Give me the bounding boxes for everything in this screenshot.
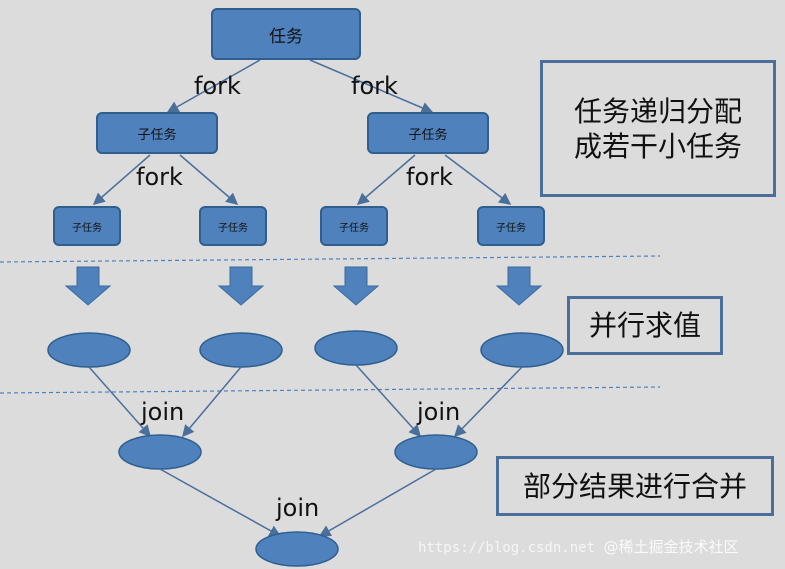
subtask-left: 子任务 (96, 112, 218, 154)
edge-right-to-leaf3 (356, 154, 416, 205)
down-arrow-icon (217, 266, 265, 306)
edge-join-right-to-final (318, 468, 437, 537)
note-recursive-split: 任务递归分配 成若干小任务 (540, 60, 776, 197)
down-arrow-icon (332, 266, 380, 306)
join-ellipse-right (394, 434, 478, 470)
value-ellipse-2 (199, 332, 283, 368)
fork-label: fork (351, 72, 398, 100)
subtask-right: 子任务 (367, 112, 489, 154)
leaf-task-3: 子任务 (320, 206, 388, 246)
edge-left-to-leaf2 (179, 154, 239, 205)
root-task: 任务 (211, 8, 361, 60)
edge-join-left-to-final (159, 468, 282, 537)
leaf-task-4: 子任务 (477, 206, 545, 246)
leaf-task-1: 子任务 (53, 206, 121, 246)
watermark-brand: @稀土掘金技术社区 (603, 538, 739, 556)
value-ellipse-1 (47, 332, 131, 368)
value-ellipse-3 (314, 330, 398, 366)
watermark: https://blog.csdn.net @稀土掘金技术社区 (418, 536, 738, 557)
note-merge-results: 部分结果进行合并 (496, 456, 774, 516)
edge-value4-to-join-right (453, 366, 523, 438)
join-label: join (417, 398, 461, 426)
leaf-task-2: 子任务 (199, 206, 267, 246)
edge-value1-to-join-left (88, 366, 151, 438)
down-arrow-icon (495, 266, 543, 306)
join-label: join (141, 398, 185, 426)
edge-root-to-right (309, 59, 434, 114)
watermark-url: https://blog.csdn.net (418, 540, 596, 556)
value-ellipse-4 (480, 332, 564, 368)
edge-root-to-left (166, 59, 261, 113)
note-parallel-eval: 并行求值 (567, 296, 723, 355)
join-ellipse-left (118, 434, 202, 470)
down-arrow-icon (64, 266, 112, 306)
separator-bottom (0, 386, 661, 394)
separator-top (0, 255, 661, 263)
note-split-line2: 成若干小任务 (573, 129, 742, 163)
join-label: join (276, 494, 320, 522)
edge-value3-to-join-right (355, 364, 422, 438)
final-result-ellipse (255, 531, 339, 567)
note-split-line1: 任务递归分配 (573, 94, 742, 128)
fork-label: fork (136, 163, 183, 191)
fork-label: fork (406, 163, 453, 191)
edge-value2-to-join-left (182, 366, 242, 438)
fork-label: fork (194, 72, 241, 100)
edge-right-to-leaf4 (444, 154, 512, 205)
edge-left-to-leaf1 (92, 154, 151, 205)
